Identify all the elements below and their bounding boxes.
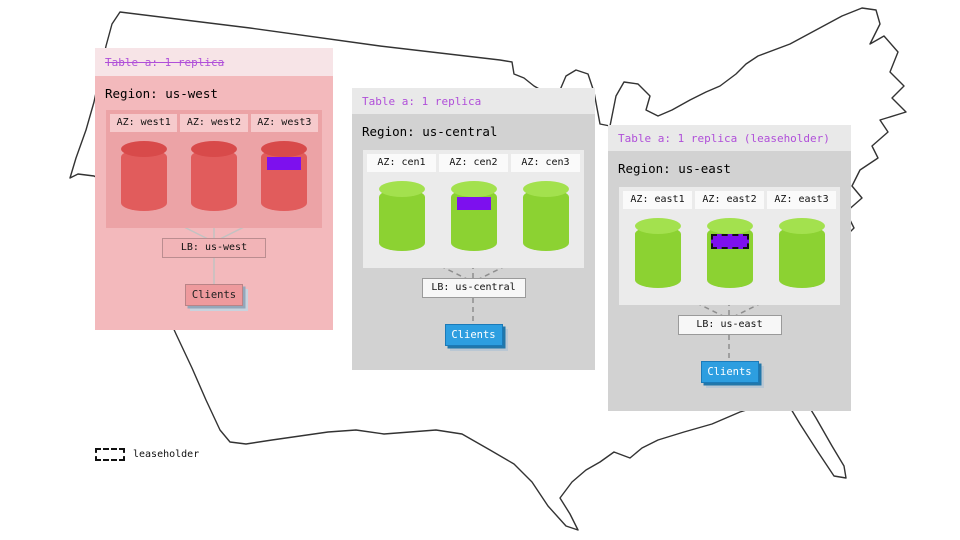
az-column: AZ: cen3 — [511, 154, 580, 264]
az-label: AZ: cen1 — [367, 154, 436, 172]
cylinder-body — [120, 149, 167, 211]
legend-label: leaseholder — [133, 449, 200, 460]
az-group: AZ: east1 AZ: east2 AZ: east3 — [619, 187, 840, 305]
table-banner: Table a: 1 replica — [95, 48, 333, 76]
cylinder-top — [378, 181, 425, 197]
az-column: AZ: cen2 — [439, 154, 508, 264]
replica-cylinder — [778, 218, 825, 288]
load-balancer-box: LB: us-central — [421, 278, 526, 298]
az-column: AZ: west3 — [250, 114, 318, 224]
az-label: AZ: cen2 — [439, 154, 508, 172]
cylinder-body — [378, 189, 425, 251]
cylinder-top — [450, 181, 497, 197]
cylinder-body — [522, 189, 569, 251]
table-label: Table a: 1 replica — [362, 94, 482, 108]
region-panel-us-west: Table a: 1 replica Region: us-west AZ: w… — [95, 48, 333, 330]
cylinder-top — [634, 218, 681, 234]
az-label: AZ: east2 — [695, 191, 764, 209]
load-balancer-box: LB: us-west — [162, 238, 266, 258]
az-column: AZ: west1 — [110, 114, 178, 224]
leaseholder-range-chip — [710, 234, 749, 249]
replica-cylinder — [522, 181, 569, 251]
region-title: Region: us-west — [105, 86, 218, 101]
cylinder-top — [778, 218, 825, 234]
cylinder-top — [120, 141, 167, 157]
table-banner: Table a: 1 replica — [352, 88, 595, 114]
table-label: Table a: 1 replica (leaseholder) — [618, 131, 830, 145]
az-label: AZ: west3 — [250, 114, 318, 132]
replica-cylinder — [120, 141, 167, 211]
replica-cylinder — [450, 181, 497, 251]
region-panel-us-east: Table a: 1 replica (leaseholder) Region:… — [608, 125, 851, 411]
table-label: Table a: 1 replica — [105, 55, 225, 69]
table-banner: Table a: 1 replica (leaseholder) — [608, 125, 851, 151]
legend: leaseholder — [95, 448, 199, 461]
az-column: AZ: west2 — [180, 114, 248, 224]
az-label: AZ: east1 — [623, 191, 692, 209]
cylinder-top — [261, 141, 308, 157]
az-column: AZ: east2 — [695, 191, 764, 301]
cylinder-body — [634, 226, 681, 288]
cylinder-top — [706, 218, 753, 234]
az-group: AZ: cen1 AZ: cen2 AZ: cen3 — [363, 150, 584, 268]
replica-cylinder — [190, 141, 237, 211]
cylinder-body — [778, 226, 825, 288]
az-label: AZ: east3 — [767, 191, 836, 209]
az-column: AZ: cen1 — [367, 154, 436, 264]
clients-box: Clients — [444, 324, 503, 346]
az-column: AZ: east1 — [623, 191, 692, 301]
replica-cylinder — [634, 218, 681, 288]
range-chip — [456, 197, 491, 210]
region-panel-us-central: Table a: 1 replica Region: us-central AZ… — [352, 88, 595, 370]
az-label: AZ: west1 — [110, 114, 178, 132]
replica-cylinder — [378, 181, 425, 251]
replica-cylinder — [706, 218, 753, 288]
load-balancer-box: LB: us-east — [677, 315, 782, 335]
replica-cylinder — [261, 141, 308, 211]
region-title: Region: us-east — [618, 161, 731, 176]
cylinder-top — [522, 181, 569, 197]
leaseholder-swatch-icon — [95, 448, 125, 461]
az-column: AZ: east3 — [767, 191, 836, 301]
cylinder-body — [190, 149, 237, 211]
az-label: AZ: cen3 — [511, 154, 580, 172]
range-chip — [267, 157, 302, 170]
az-label: AZ: west2 — [180, 114, 248, 132]
region-title: Region: us-central — [362, 124, 498, 139]
cylinder-top — [190, 141, 237, 157]
clients-box: Clients — [185, 284, 243, 306]
az-group: AZ: west1 AZ: west2 AZ: west3 — [106, 110, 322, 228]
clients-box: Clients — [700, 361, 759, 383]
